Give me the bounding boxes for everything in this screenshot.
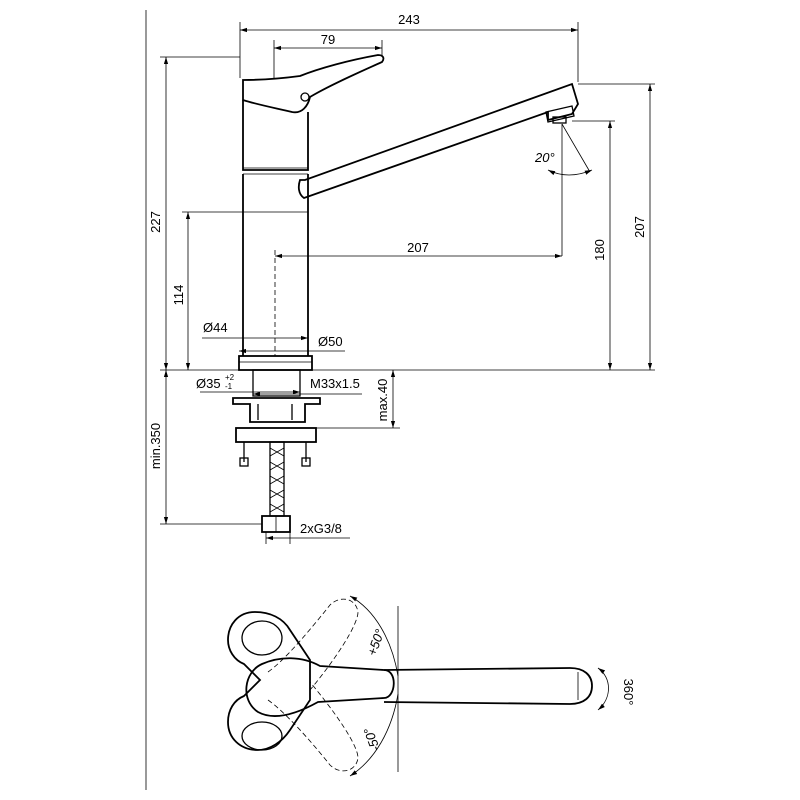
dim-hole-diameter: Ø35 [196,376,221,391]
dim-total-width: 243 [398,12,420,27]
stud-nut-left [239,457,249,467]
plan-hole-bottom [241,721,283,751]
plan-spout [383,667,593,705]
dim-hose-length: min.350 [148,423,163,469]
plan-view: +50° -50° 360° [227,595,636,777]
faucet-body-upper [242,100,309,171]
rotation-arc [597,667,609,711]
spout-aerator [545,105,575,123]
mounting-nut [235,427,317,443]
spout [297,82,579,199]
dim-outlet-height: 180 [592,239,607,261]
dim-connections: 2xG3/8 [300,521,342,536]
plan-base-plate [227,611,311,751]
dim-lever-width: 79 [321,32,335,47]
dim-body-section-height: 114 [171,285,186,306]
lever-handle [242,54,385,114]
plan-rotation-label: 360° [621,679,636,706]
dim-spout-tilt: 20° [534,150,555,165]
dim-spout-height: 207 [632,216,647,238]
hose-braid-pattern [269,447,285,513]
plan-swing-down-label: -50° [361,726,383,754]
dim-hole-tol-plus: +2 [225,373,235,382]
dim-total-height: 227 [148,211,163,233]
swing-arc-down [349,693,399,777]
dim-max-deck: max.40 [375,379,390,422]
dim-body-diameter-upper: Ø44 [203,320,228,335]
lever-position-down [267,681,359,772]
dim-hole-tol-minus: -1 [225,382,233,391]
stud-nut-right [301,457,311,467]
swing-arc-up [349,595,399,677]
dim-spout-reach: 207 [407,240,429,255]
spout-outlet [552,116,567,124]
plan-swing-up-label: +50° [364,627,387,658]
plan-lever [245,657,395,717]
dimensions-group: 243 79 227 114 207 180 20° 207 [148,12,655,544]
mounting-plate [232,397,321,423]
dim-thread: M33x1.5 [310,376,360,391]
lever-pivot [300,92,310,102]
side-view [232,54,579,533]
dim-body-diameter-base: Ø50 [318,334,343,349]
outlet-tilt-line [561,123,591,173]
faucet-body-lower [242,174,309,356]
plan-hole-top [241,620,283,656]
faucet-base [238,355,313,371]
lever-position-up [267,598,359,691]
tilt-angle-arc [547,169,593,176]
